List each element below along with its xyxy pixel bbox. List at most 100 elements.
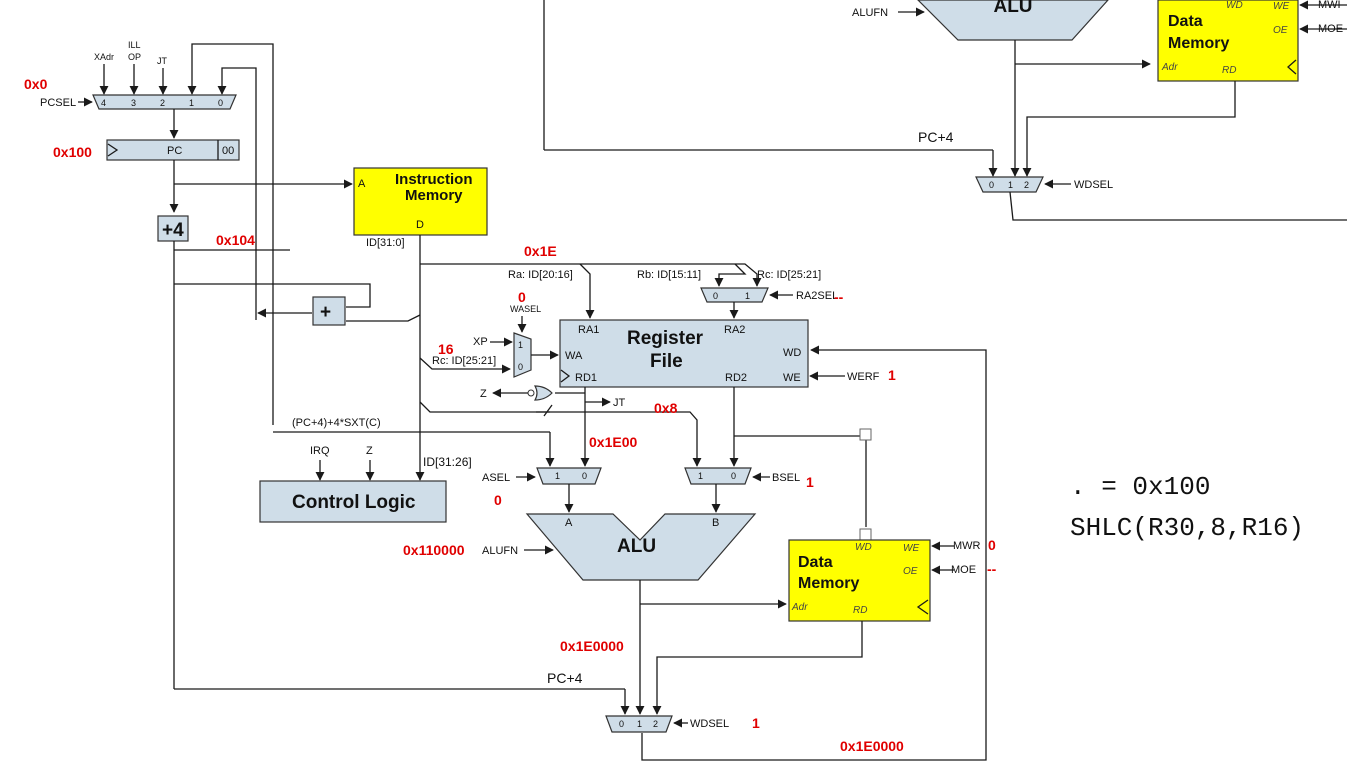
ann-rd1: 0x1E00	[589, 434, 637, 450]
top-dm-title-1: Data	[1168, 13, 1203, 30]
top-dm-title-2: Memory	[1168, 35, 1229, 52]
register-file-section: Ra: ID[20:16] Rb: ID[15:11] Rc: ID[25:21…	[432, 269, 987, 761]
dmem-we: WE	[903, 543, 919, 554]
branch-adder	[312, 296, 346, 326]
bsel-label: BSEL	[772, 472, 800, 484]
top-pc4-label: PC+4	[918, 129, 954, 145]
ann-pc: 0x100	[53, 144, 92, 160]
wasel-label: WASEL	[510, 304, 541, 314]
jt-label: JT	[613, 397, 626, 409]
wasel-mux	[513, 332, 532, 378]
clock-symbol	[916, 599, 929, 615]
moe-label: MOE	[951, 564, 976, 576]
wdsel-port-0: 0	[619, 719, 624, 729]
wire	[1022, 81, 1236, 177]
alu-a-port: A	[565, 517, 573, 529]
dmem-adr: Adr	[791, 602, 808, 613]
rc-label-2: Rc: ID[25:21]	[432, 355, 496, 367]
wire	[536, 411, 702, 467]
pcsel-port-0: 0	[218, 98, 223, 108]
ra2-port: RA2	[724, 324, 745, 336]
wire	[419, 401, 550, 413]
top-dm-wd: WD	[1226, 0, 1243, 11]
wa-port: WA	[565, 350, 583, 362]
wire	[579, 263, 595, 319]
irq-label: IRQ	[310, 445, 330, 457]
asel-label: ASEL	[482, 472, 510, 484]
ann-alufn: 0x110000	[403, 542, 465, 558]
top-moe-label: MOE	[1318, 23, 1343, 35]
ra2sel-label: RA2SEL	[796, 290, 838, 302]
control-logic-title: Control Logic	[292, 492, 416, 513]
bsel-mux	[684, 467, 752, 485]
rc-label: Rc: ID[25:21]	[757, 269, 821, 281]
pc-label: PC	[167, 145, 182, 157]
top-dm-rd: RD	[1222, 65, 1236, 76]
rb-label: Rb: ID[15:11]	[637, 269, 701, 281]
bsel-port-0: 0	[731, 471, 736, 481]
wdsel-pc4-label: PC+4	[547, 670, 583, 686]
imem-box	[353, 167, 488, 236]
wire	[1009, 191, 1347, 221]
wdsel-section: PC+4 0 1 2 WDSEL	[547, 670, 729, 733]
imem-id-label: ID[31:0]	[366, 237, 405, 249]
control-logic-section: IRQ Z ID[31:26] Control Logic	[259, 445, 472, 523]
wire	[174, 283, 371, 308]
probe-square	[859, 528, 872, 541]
wire	[714, 263, 747, 287]
top-mwr-label: MWI	[1318, 0, 1341, 11]
wdsel-label: WDSEL	[690, 718, 729, 730]
ann-pcsel: 0x0	[24, 76, 48, 92]
ra2sel-port-1: 1	[745, 291, 750, 301]
dmem-rd: RD	[853, 605, 867, 616]
top-dm-we: WE	[1273, 1, 1289, 12]
wire	[543, 404, 553, 417]
ann-ra: 0x1E	[524, 243, 557, 259]
wd-port: WD	[783, 347, 801, 359]
alu-shape	[525, 513, 757, 581]
opcode-label: ID[31:26]	[423, 455, 472, 469]
imem-a-port: A	[358, 178, 366, 190]
ann-wd-back: 0x1E0000	[840, 738, 904, 754]
code-line-2: SHLC(R30,8,R16)	[1070, 513, 1304, 543]
pc-section: XAdr ILL OP JT 4 3 2 1 0 PCSEL PC 00 +4 …	[40, 40, 630, 715]
code-line-1: . = 0x100	[1070, 472, 1210, 502]
pcsel-label: PCSEL	[40, 97, 76, 109]
register-file-box	[559, 319, 809, 388]
alu-b-port: B	[712, 517, 719, 529]
alu-title: ALU	[617, 536, 656, 557]
xp-label: XP	[473, 336, 488, 348]
ann-wa-in: 16	[438, 341, 454, 357]
ann-moe: --	[987, 561, 997, 577]
ann-rd2: 0x8	[654, 400, 678, 416]
dmem-wd: WD	[855, 542, 872, 553]
pcsel-port-1: 1	[189, 98, 194, 108]
asel-mux	[536, 467, 602, 485]
wdsel-port-1: 1	[637, 719, 642, 729]
pcsel-port-2: 2	[160, 98, 165, 108]
ann-wasel: 0	[518, 289, 526, 305]
ann-bsel: 1	[806, 474, 814, 490]
plus4-adder	[157, 215, 189, 242]
werf-label: WERF	[847, 371, 880, 383]
clock-symbol	[1287, 59, 1297, 75]
data-memory-section: Data Memory WD WE OE Adr RD MWR MOE	[652, 539, 981, 715]
asel-port-0: 0	[582, 471, 587, 481]
top-mux-in-2: 2	[1024, 180, 1029, 190]
mwr-label: MWR	[953, 540, 981, 552]
wd-feedback-wire	[641, 345, 987, 761]
ann-plus4-out: 0x104	[216, 232, 255, 248]
top-alu-label: ALU	[993, 0, 1032, 17]
pcsel-port-3: 3	[131, 98, 136, 108]
ra2sel-port-0: 0	[713, 291, 718, 301]
instruction-memory: Instruction Memory A D ID[31:0]	[353, 167, 762, 481]
wire	[652, 621, 863, 715]
rd1-port: RD1	[575, 372, 597, 384]
probe-square	[859, 428, 872, 441]
ann-ra2sel: --	[834, 289, 844, 305]
ann-werf: 1	[888, 367, 896, 383]
top-wdsel-mux	[975, 176, 1044, 193]
pc-branch-label: (PC+4)+4*SXT(C)	[292, 417, 381, 429]
wire	[217, 67, 257, 320]
illop-label-1: ILL	[128, 40, 141, 50]
